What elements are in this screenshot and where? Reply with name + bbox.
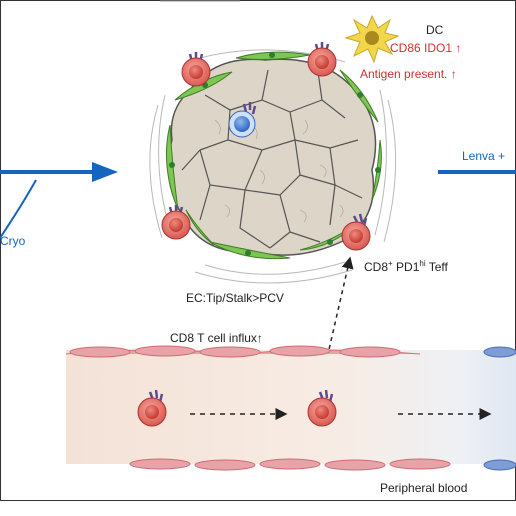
blood-vessel <box>66 350 516 464</box>
pd1-text: PD1 <box>396 260 420 274</box>
t-cell-icon <box>161 42 371 251</box>
left-arrow <box>0 162 118 239</box>
ec-ratio-label: EC:Tip/Stalk>PCV <box>186 291 284 305</box>
influx-arrow <box>321 256 354 381</box>
cryo-label: Cryo <box>0 234 26 248</box>
antigen-label: Antigen present. ↑ <box>360 67 457 81</box>
lenva-label: Lenva + <box>462 149 506 163</box>
vessel-wall-top <box>65 345 516 358</box>
influx-label: CD8 T cell influx↑ <box>170 331 263 345</box>
pd1-sup: hi <box>419 259 426 268</box>
blood-t-cells <box>137 389 337 427</box>
vessel-wall-bottom <box>129 458 516 471</box>
cd8-sup: + <box>388 259 393 268</box>
cd8-teff-label: CD8+ PD1hi Teff <box>364 259 448 274</box>
cd8-text: CD8 <box>364 260 389 274</box>
blood-label: Peripheral blood <box>380 481 468 495</box>
dc-markers-label: CD86 IDO1 ↑ <box>390 41 462 55</box>
teff-text: Teff <box>428 260 448 274</box>
dc-label: DC <box>426 23 444 37</box>
dendritic-cell-icon <box>344 14 400 64</box>
